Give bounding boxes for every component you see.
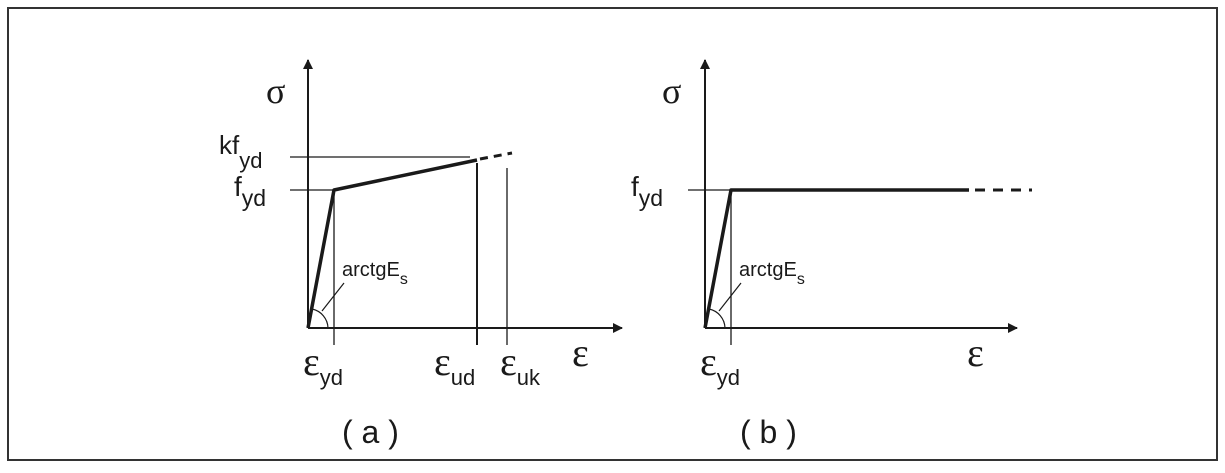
panel-a-curve-dashed-extension (479, 151, 513, 161)
panel-b-fyd-label: fyd (631, 171, 663, 211)
panel-b-curve (703, 188, 969, 329)
panel-b-arctg-leader (718, 282, 742, 312)
panel-a-angle-arc (311, 308, 329, 329)
panel-a-caption: ( a ) (342, 414, 399, 450)
panel-b-sigma-label: σ (662, 71, 681, 111)
panel-a: σ kfyd fyd arctgEs εyd εud εuk ε ( a ) (219, 59, 623, 450)
panel-b-caption: ( b ) (740, 414, 797, 450)
panel-a-fyd-label: fyd (234, 171, 266, 211)
panel-b-arctg-label: arctgEs (739, 259, 805, 288)
panel-b: σ fyd arctgEs εyd ε ( b ) (631, 59, 1032, 450)
panel-b-epsilon-axis-label: ε (967, 330, 984, 375)
panel-a-epsilon-axis-label: ε (572, 330, 589, 375)
panel-a-kfyd-label: kfyd (219, 130, 262, 173)
diagram-frame (7, 7, 1218, 461)
panel-b-eps-yd-label: εyd (700, 339, 740, 390)
panel-a-arctg-label: arctgEs (342, 259, 408, 288)
panel-a-sigma-label: σ (266, 71, 285, 111)
panel-a-curve (306, 158, 478, 329)
panel-a-eps-uk-label: εuk (500, 339, 541, 390)
panel-a-eps-yd-label: εyd (303, 339, 343, 390)
panel-a-arctg-leader (321, 282, 345, 312)
panel-a-eps-ud-label: εud (434, 339, 475, 390)
panel-b-angle-arc (708, 308, 726, 329)
